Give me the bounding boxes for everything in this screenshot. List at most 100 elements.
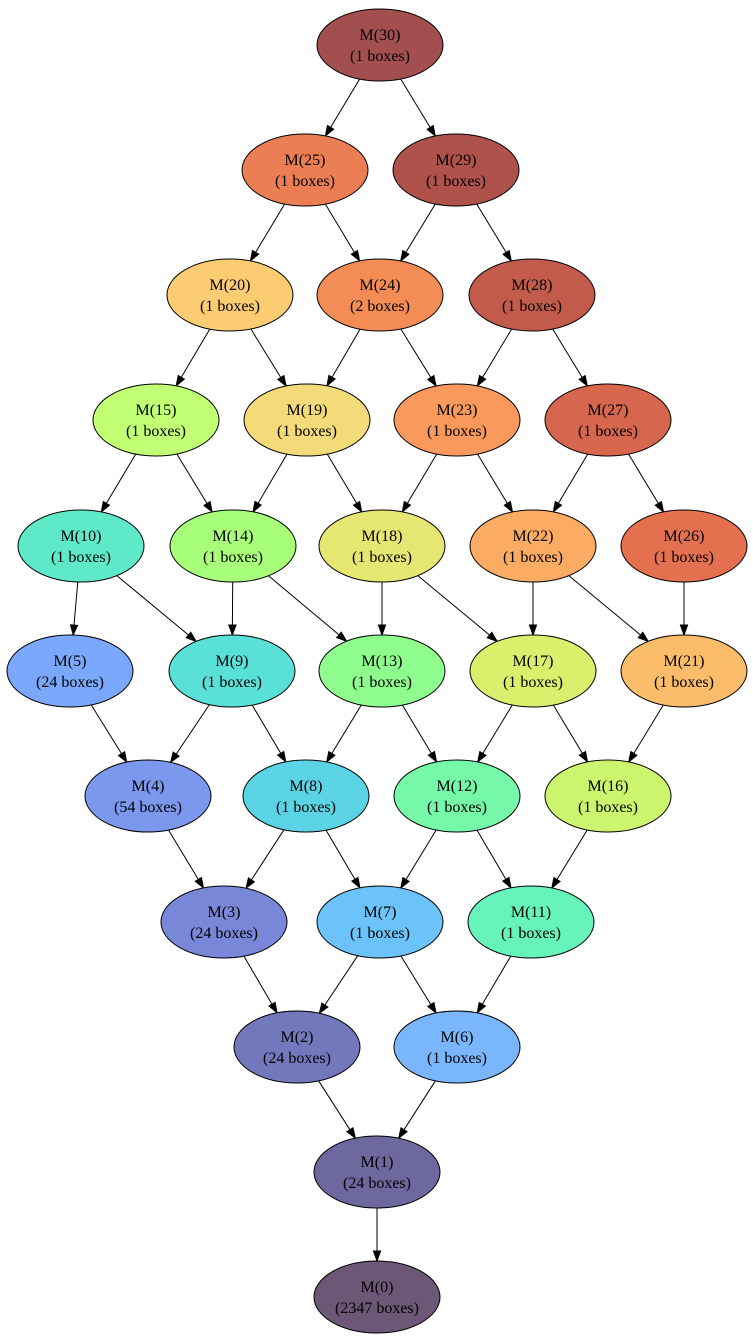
node-ellipse bbox=[469, 634, 597, 708]
edge-line bbox=[250, 328, 282, 378]
arrowhead bbox=[427, 750, 438, 764]
arrowhead bbox=[324, 124, 335, 138]
edge-30-to-25 bbox=[324, 78, 361, 138]
arrowhead bbox=[502, 249, 513, 263]
node-ellipse bbox=[313, 1260, 441, 1334]
node-m10: M(10)(1 boxes) bbox=[17, 509, 145, 583]
edge-30-to-29 bbox=[400, 78, 437, 138]
node-m25: M(25)(1 boxes) bbox=[241, 133, 369, 207]
node-title: M(14) bbox=[213, 528, 254, 545]
node-title: M(17) bbox=[513, 653, 554, 670]
node-box-count: (24 boxes) bbox=[190, 925, 258, 942]
node-ellipse bbox=[318, 509, 446, 583]
edge-7-to-2 bbox=[318, 955, 359, 1015]
nodes: M(30)(1 boxes)M(25)(1 boxes)M(29)(1 boxe… bbox=[6, 8, 748, 1334]
arrowhead bbox=[268, 1001, 278, 1015]
edge-18-to-13 bbox=[377, 582, 387, 637]
node-m15: M(15)(1 boxes) bbox=[92, 383, 220, 457]
arrowhead bbox=[326, 374, 336, 388]
node-ellipse bbox=[241, 133, 369, 207]
node-box-count: (54 boxes) bbox=[114, 799, 182, 816]
edge-line bbox=[476, 829, 507, 880]
arrowhead bbox=[397, 1126, 408, 1140]
node-ellipse bbox=[544, 759, 672, 833]
edge-17-to-16 bbox=[552, 704, 589, 764]
edge-line bbox=[324, 955, 359, 1006]
edge-line bbox=[243, 955, 273, 1005]
node-ellipse bbox=[233, 1010, 361, 1084]
node-box-count: (1 boxes) bbox=[503, 549, 563, 566]
edge-20-to-19 bbox=[250, 328, 287, 388]
edge-line bbox=[116, 575, 189, 636]
arrowhead bbox=[426, 374, 437, 388]
node-ellipse bbox=[168, 634, 296, 708]
edges bbox=[69, 78, 689, 1263]
edge-line bbox=[552, 328, 583, 378]
node-ellipse bbox=[6, 634, 134, 708]
edge-22-to-17 bbox=[528, 582, 538, 637]
edge-25-to-20 bbox=[249, 203, 286, 263]
edge-line bbox=[250, 829, 285, 881]
node-ellipse bbox=[17, 509, 145, 583]
node-ellipse bbox=[544, 383, 672, 457]
edge-9-to-8 bbox=[251, 704, 287, 764]
edge-line bbox=[628, 453, 659, 504]
edge-line bbox=[325, 829, 356, 880]
edge-11-to-6 bbox=[476, 955, 512, 1015]
node-ellipse bbox=[160, 885, 288, 959]
node-box-count: (1 boxes) bbox=[502, 298, 562, 315]
node-box-count: (1 boxes) bbox=[350, 48, 410, 65]
node-m13: M(13)(1 boxes) bbox=[318, 634, 446, 708]
edge-2-to-1 bbox=[318, 1080, 357, 1140]
node-m12: M(12)(1 boxes) bbox=[393, 759, 521, 833]
edge-line bbox=[633, 704, 664, 754]
edge-27-to-26 bbox=[628, 453, 665, 514]
arrowhead bbox=[486, 631, 499, 643]
arrowhead bbox=[476, 374, 487, 388]
edge-line bbox=[330, 78, 361, 128]
node-title: M(11) bbox=[511, 904, 551, 921]
edge-line bbox=[318, 1080, 351, 1131]
node-box-count: (1 boxes) bbox=[427, 1050, 487, 1067]
node-m8: M(8)(1 boxes) bbox=[242, 759, 370, 833]
edge-line bbox=[255, 203, 286, 253]
node-title: M(20) bbox=[210, 277, 251, 294]
edge-29-to-24 bbox=[399, 203, 436, 263]
arrowhead bbox=[552, 500, 563, 514]
node-box-count: (1 boxes) bbox=[654, 674, 714, 691]
edge-4-to-3 bbox=[168, 829, 205, 890]
node-box-count: (1 boxes) bbox=[578, 799, 638, 816]
node-m7: M(7)(1 boxes) bbox=[316, 885, 444, 959]
edge-12-to-7 bbox=[400, 829, 437, 890]
arrowhead bbox=[318, 1002, 329, 1015]
edge-9-to-4 bbox=[169, 704, 210, 764]
node-ellipse bbox=[92, 383, 220, 457]
node-title: M(2) bbox=[281, 1029, 314, 1046]
edge-13-to-12 bbox=[401, 704, 438, 764]
arrowhead bbox=[346, 1126, 357, 1140]
node-m16: M(16)(1 boxes) bbox=[544, 759, 672, 833]
node-ellipse bbox=[393, 1010, 521, 1084]
node-box-count: (1 boxes) bbox=[202, 674, 262, 691]
node-box-count: (1 boxes) bbox=[275, 173, 335, 190]
arrowhead bbox=[117, 750, 128, 764]
node-title: M(28) bbox=[512, 277, 553, 294]
node-box-count: (2347 boxes) bbox=[335, 1300, 419, 1317]
arrowhead bbox=[245, 877, 256, 890]
edge-line bbox=[403, 1080, 436, 1131]
edge-24-to-19 bbox=[326, 328, 361, 388]
node-box-count: (1 boxes) bbox=[350, 925, 410, 942]
node-ellipse bbox=[393, 759, 521, 833]
node-box-count: (1 boxes) bbox=[203, 549, 263, 566]
node-box-count: (1 boxes) bbox=[276, 799, 336, 816]
edge-3-to-2 bbox=[243, 955, 278, 1015]
arrowhead bbox=[169, 751, 180, 764]
node-box-count: (1 boxes) bbox=[578, 423, 638, 440]
edge-14-to-9 bbox=[228, 581, 237, 637]
edge-14-to-13 bbox=[268, 575, 348, 643]
node-ellipse bbox=[169, 509, 297, 583]
node-title: M(27) bbox=[588, 402, 629, 419]
node-m26: M(26)(1 boxes) bbox=[620, 509, 748, 583]
node-ellipse bbox=[392, 133, 520, 207]
edge-line bbox=[406, 453, 438, 504]
